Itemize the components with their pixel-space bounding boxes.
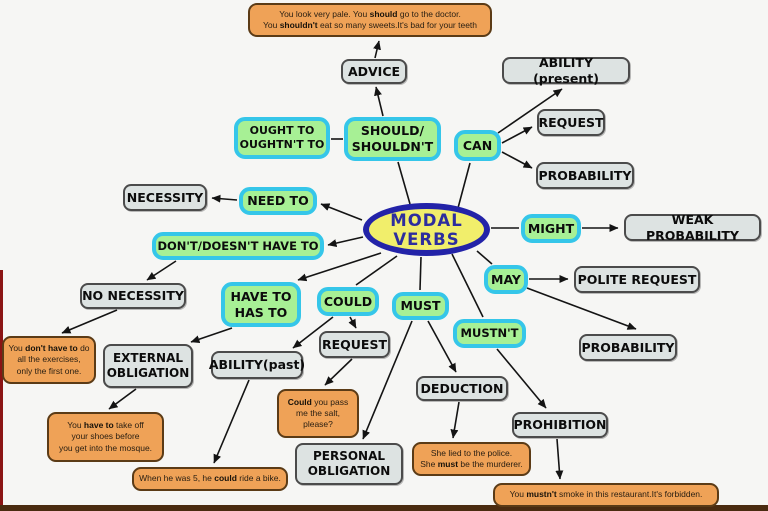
modal-may: MAY bbox=[484, 265, 528, 294]
meaning-no-necessity-label: NO NECESSITY bbox=[82, 288, 184, 304]
meaning-request-could: REQUEST bbox=[319, 331, 390, 358]
example-mustnt: You mustn't smoke in this restaurant.It'… bbox=[493, 483, 719, 507]
example-should-text: You look very pale. You should go to the… bbox=[262, 8, 478, 30]
meaning-request-could-label: REQUEST bbox=[321, 336, 387, 352]
meaning-necessity-label: NECESSITY bbox=[126, 189, 204, 205]
modal-can-label: CAN bbox=[462, 137, 493, 153]
meaning-prohibition: PROHIBITION bbox=[512, 412, 608, 438]
example-could-request: Could you pass me the salt, please? bbox=[277, 389, 359, 438]
modal-ought-to-label: OUGHT TO OUGHTN'T TO bbox=[239, 124, 325, 151]
meaning-external-obligation-label: EXTERNAL OBLIGATION bbox=[106, 351, 190, 380]
example-should: You look very pale. You should go to the… bbox=[248, 3, 492, 37]
center-label: MODAL VERBS bbox=[390, 210, 463, 249]
modal-might: MIGHT bbox=[521, 214, 581, 243]
example-must-deduction: She lied to the police. She must be the … bbox=[412, 442, 531, 476]
example-must-deduction-text: She lied to the police. She must be the … bbox=[420, 447, 523, 469]
modal-mustnt-label: MUSTN'T bbox=[460, 326, 519, 341]
example-mustnt-text: You mustn't smoke in this restaurant.It'… bbox=[509, 489, 703, 500]
meaning-deduction: DEDUCTION bbox=[416, 376, 508, 401]
meaning-advice-label: ADVICE bbox=[347, 63, 401, 79]
meaning-personal-obligation-label: PERSONAL OBLIGATION bbox=[307, 449, 391, 478]
example-could-request-text: Could you pass me the salt, please? bbox=[287, 396, 349, 430]
meaning-probability-may: PROBABILITY bbox=[579, 334, 677, 361]
meaning-advice: ADVICE bbox=[341, 59, 407, 84]
modal-dont-doesnt-have-to-label: DON'T/DOESN'T HAVE TO bbox=[157, 238, 319, 253]
meaning-external-obligation: EXTERNAL OBLIGATION bbox=[103, 344, 193, 388]
meaning-polite-request: POLITE REQUEST bbox=[574, 266, 700, 293]
page-bottom-border bbox=[0, 505, 768, 511]
center-node-modal-verbs: MODAL VERBS bbox=[363, 203, 490, 256]
modal-dont-doesnt-have-to: DON'T/DOESN'T HAVE TO bbox=[152, 232, 324, 260]
modal-need-to: NEED TO bbox=[239, 187, 317, 215]
modal-should-label: SHOULD/ SHOULDN'T bbox=[351, 123, 434, 154]
example-have-to: You have to take off your shoes before y… bbox=[47, 412, 164, 462]
meaning-ability-present-label: ABILITY (present) bbox=[533, 54, 599, 86]
meaning-polite-request-label: POLITE REQUEST bbox=[577, 271, 697, 287]
page-left-border bbox=[0, 270, 3, 511]
meaning-probability-can: PROBABILITY bbox=[536, 162, 634, 189]
modal-could: COULD bbox=[317, 287, 379, 316]
meaning-ability-past-label: ABILITY(past) bbox=[208, 357, 306, 373]
modal-can: CAN bbox=[454, 130, 501, 161]
meaning-necessity: NECESSITY bbox=[123, 184, 207, 211]
meaning-personal-obligation: PERSONAL OBLIGATION bbox=[295, 443, 403, 485]
meaning-weak-probability: WEAK PROBABILITY bbox=[624, 211, 761, 243]
meaning-probability-may-label: PROBABILITY bbox=[581, 339, 675, 355]
modal-have-to-label: HAVE TO HAS TO bbox=[230, 288, 292, 320]
meaning-weak-probability-label: WEAK PROBABILITY bbox=[646, 211, 739, 243]
modal-must: MUST bbox=[392, 292, 449, 320]
meaning-request-can: REQUEST bbox=[537, 109, 605, 136]
example-could-ability: When he was 5, he could ride a bike. bbox=[132, 467, 288, 491]
modal-mustnt: MUSTN'T bbox=[453, 319, 526, 348]
meaning-prohibition-label: PROHIBITION bbox=[513, 417, 607, 433]
meaning-no-necessity: NO NECESSITY bbox=[80, 283, 186, 309]
meaning-probability-can-label: PROBABILITY bbox=[538, 167, 632, 183]
meaning-ability-past: ABILITY(past) bbox=[208, 351, 306, 379]
modal-may-label: MAY bbox=[491, 271, 521, 287]
modal-could-label: COULD bbox=[323, 293, 373, 309]
meaning-deduction-label: DEDUCTION bbox=[420, 380, 504, 396]
modal-ought-to: OUGHT TO OUGHTN'T TO bbox=[234, 117, 330, 159]
modal-might-label: MIGHT bbox=[527, 220, 575, 236]
modal-have-to: HAVE TO HAS TO bbox=[221, 282, 301, 327]
example-dont-have-to: You don't have to do all the exercises, … bbox=[2, 336, 96, 384]
modal-should: SHOULD/ SHOULDN'T bbox=[344, 117, 441, 161]
example-have-to-text: You have to take off your shoes before y… bbox=[58, 420, 153, 453]
example-dont-have-to-text: You don't have to do all the exercises, … bbox=[8, 343, 90, 376]
modal-must-label: MUST bbox=[400, 298, 441, 314]
example-could-ability-text: When he was 5, he could ride a bike. bbox=[139, 473, 281, 484]
meaning-ability-present: ABILITY (present) bbox=[502, 54, 630, 86]
meaning-request-can-label: REQUEST bbox=[538, 114, 604, 130]
modal-need-to-label: NEED TO bbox=[247, 193, 309, 209]
